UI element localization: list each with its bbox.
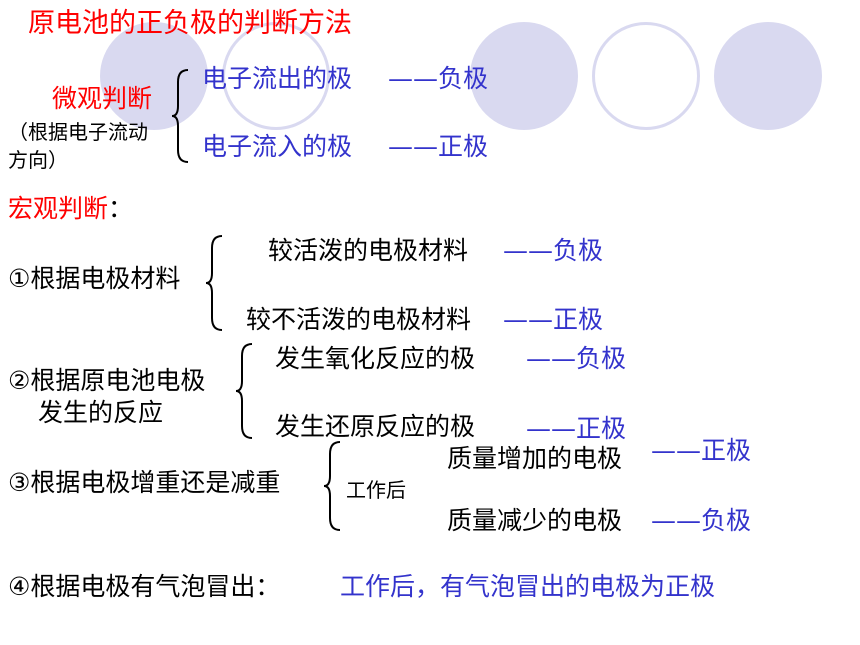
rule3-row1-text: 质量增加的电极 xyxy=(447,444,623,473)
micro-row1-text: 电子流出的极 xyxy=(202,64,353,93)
decor-circle-2 xyxy=(222,22,330,130)
micro-note-line2: 方向） xyxy=(8,148,68,172)
decor-circle-3 xyxy=(470,22,578,130)
rule2-label-line2: 发生的反应 xyxy=(38,398,164,427)
micro-note-line1: （根据电子流动 xyxy=(8,120,148,144)
rule3-brace xyxy=(323,441,341,531)
rule3-row2-result: ——负极 xyxy=(651,506,752,535)
rule3-row2-text: 质量减少的电极 xyxy=(447,506,623,535)
micro-label: 微观判断 xyxy=(52,84,153,113)
decor-circle-4 xyxy=(592,22,700,130)
micro-row2-result: ——正极 xyxy=(388,132,489,161)
rule2-brace xyxy=(235,343,253,439)
rule1-brace xyxy=(205,235,223,331)
rule1-label: ①根据电极材料 xyxy=(8,264,181,293)
rule4-label: ④根据电极有气泡冒出： xyxy=(8,572,281,601)
rule2-row1-text: 发生氧化反应的极 xyxy=(275,344,476,373)
rule3-label: ③根据电极增重还是减重 xyxy=(8,468,281,497)
rule3-row1-result: ——正极 xyxy=(651,436,752,465)
rule2-row2-text: 发生还原反应的极 xyxy=(275,412,476,441)
page-title: 原电池的正负极的判断方法 xyxy=(28,8,352,39)
macro-label-colon: ： xyxy=(108,194,134,223)
rule3-condition: 工作后 xyxy=(346,478,406,502)
rule2-row1-result: ——负极 xyxy=(526,344,627,373)
rule1-row1-text: 较活泼的电极材料 xyxy=(268,236,469,265)
micro-row1-result: ——负极 xyxy=(388,64,489,93)
rule4-result: 工作后，有气泡冒出的电极为正极 xyxy=(340,572,716,601)
micro-row2-text: 电子流入的极 xyxy=(202,132,353,161)
decor-circle-5 xyxy=(714,22,822,130)
macro-label-text: 宏观判断 xyxy=(8,194,109,223)
rule1-row2-result: ——正极 xyxy=(503,305,604,334)
decor-circle-1 xyxy=(100,22,208,130)
micro-brace xyxy=(171,69,189,163)
rule1-row2-text: 较不活泼的电极材料 xyxy=(246,305,472,334)
macro-label: 宏观判断： xyxy=(8,196,133,221)
rule1-row1-result: ——负极 xyxy=(503,236,604,265)
rule2-row2-result: ——正极 xyxy=(526,414,627,443)
rule2-label-line1: ②根据原电池电极 xyxy=(8,366,206,395)
